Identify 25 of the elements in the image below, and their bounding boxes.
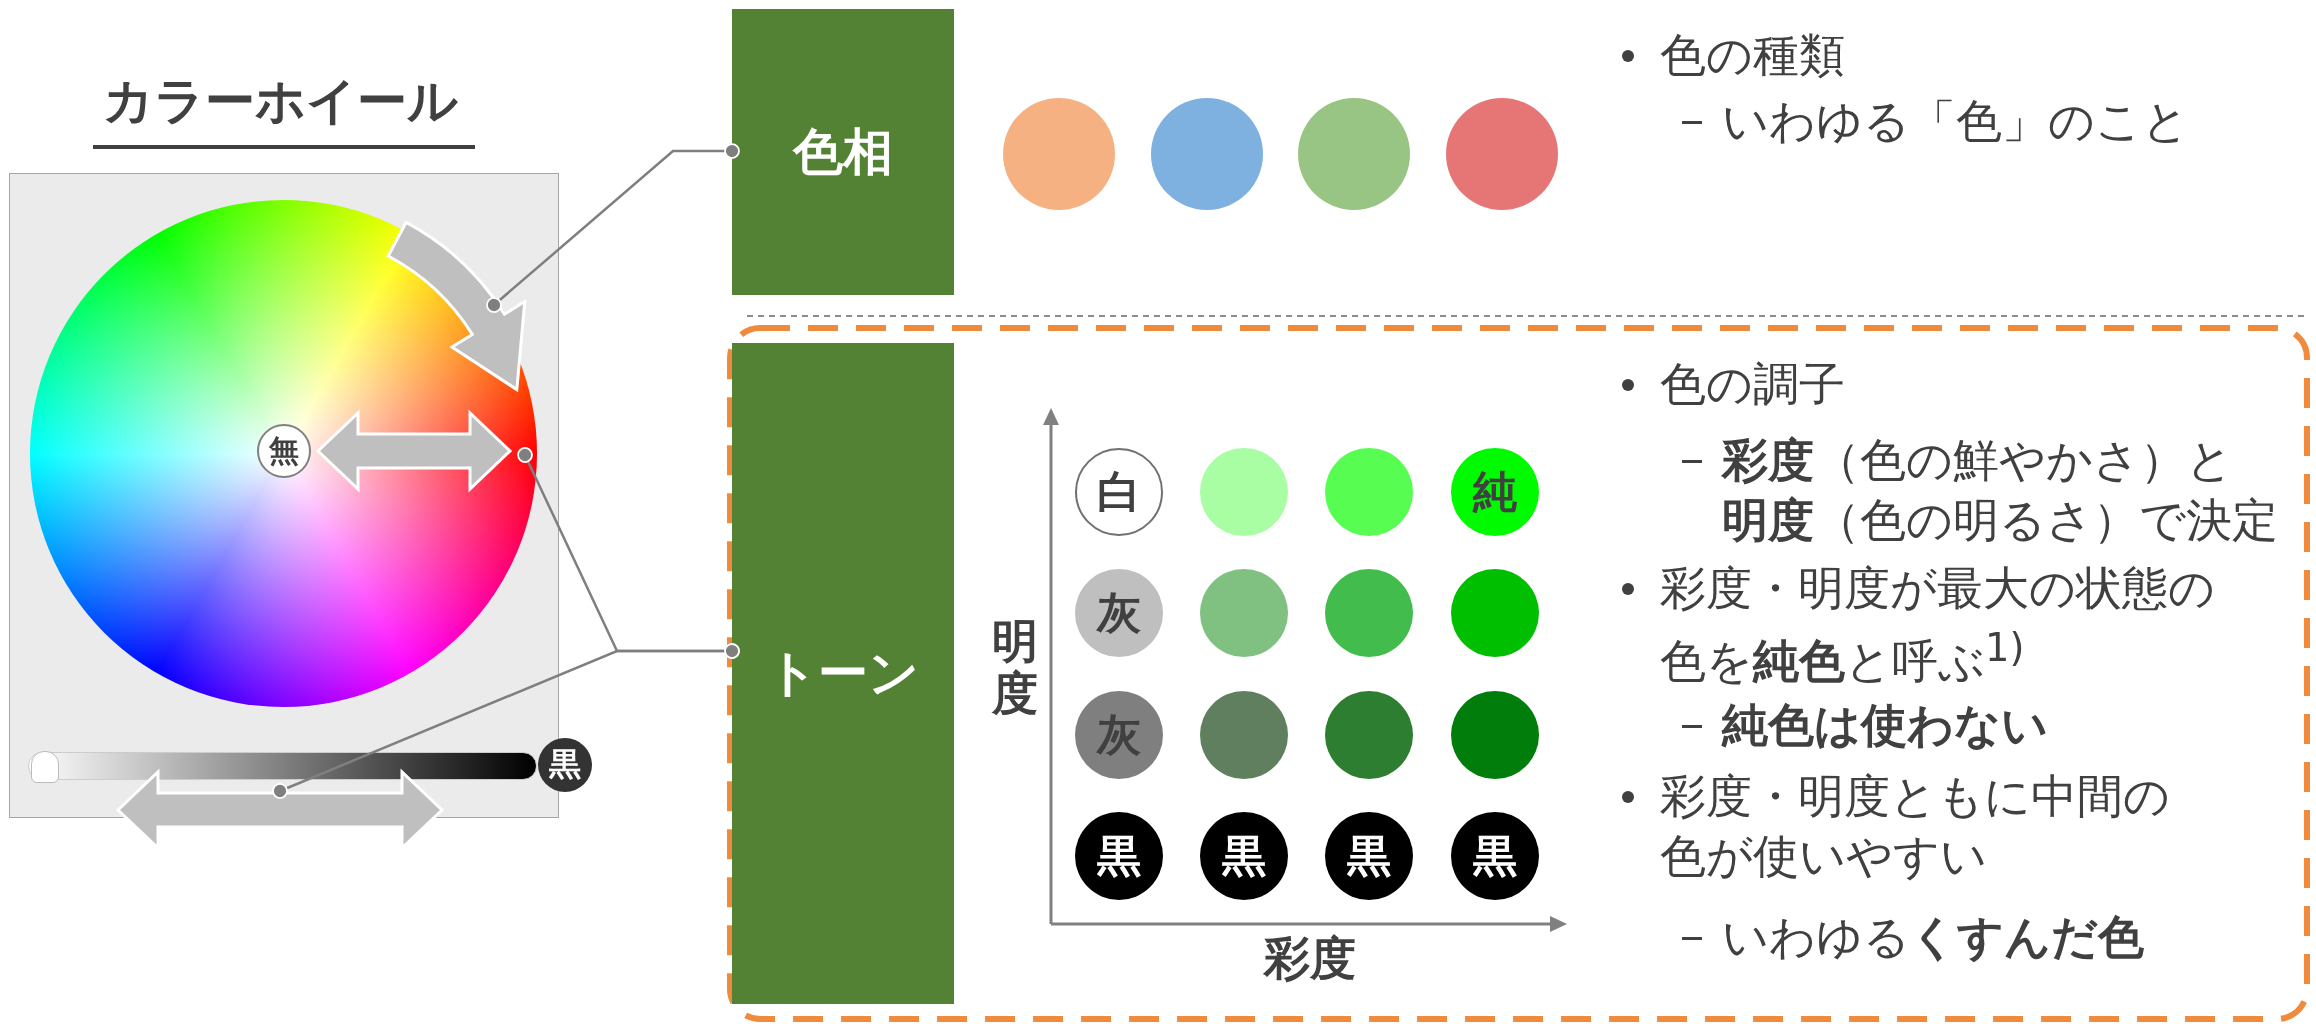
- sub-item: 純色は使わない: [1722, 697, 2049, 754]
- leader-line: [272, 643, 740, 799]
- color-circle: 白: [1075, 448, 1163, 536]
- leader-line: [486, 143, 740, 313]
- color-circle: 純: [1451, 448, 1539, 536]
- color-circle: 黒: [538, 738, 592, 792]
- category-box: 色相: [732, 9, 954, 295]
- double-arrow: [315, 409, 513, 493]
- color-circle: 黒: [1200, 812, 1288, 900]
- color-circle: 灰: [1075, 569, 1163, 657]
- bullet-item: 彩度・明度が最大の状態の色を純色と呼ぶ$^{1)}$: [1660, 560, 2216, 691]
- color-circle: 灰: [1075, 691, 1163, 779]
- category-box: トーン: [732, 343, 954, 1004]
- bullet-item: 彩度・明度ともに中間の色が使いやすい: [1660, 768, 2171, 885]
- sub-item: いわゆる「色」のこと: [1722, 93, 2190, 150]
- heading: カラーホイール: [101, 71, 459, 132]
- color-circle: 黒: [1451, 812, 1539, 900]
- bullet-item: 色の種類: [1660, 27, 1846, 84]
- sub-item: いわゆるくすんだ色: [1722, 909, 2145, 966]
- axis-label: 明度: [990, 615, 1039, 719]
- sub-item: 彩度（色の鮮やかさ）と明度（色の明るさ）で決定: [1722, 432, 2279, 549]
- bullet-item: 色の調子: [1660, 356, 1846, 413]
- axis-label: 彩度: [1262, 932, 1357, 984]
- color-circle: 黒: [1325, 812, 1413, 900]
- color-circle: 黒: [1075, 812, 1163, 900]
